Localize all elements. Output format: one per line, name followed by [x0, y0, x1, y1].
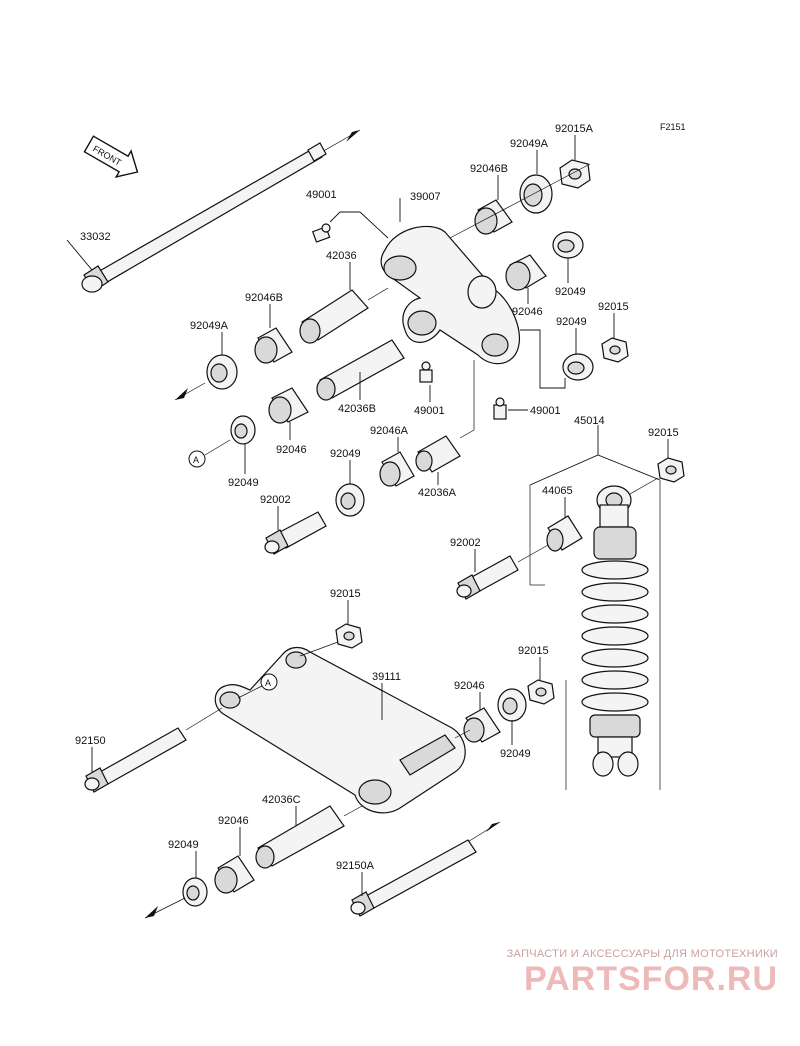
label-92049-a: 92049 [228, 477, 259, 489]
label-92046-bot: 92046 [218, 815, 249, 827]
label-49001-top: 49001 [306, 189, 337, 201]
label-92049a-left: 92049A [190, 320, 229, 332]
label-92015a: 92015A [555, 123, 594, 135]
bolt-92150 [84, 727, 187, 793]
needle-bearing-92046-right [505, 254, 547, 291]
label-92015-link: 92015 [330, 588, 361, 600]
bolt-92150a [350, 821, 501, 917]
label-92046-right: 92046 [512, 306, 543, 318]
label-92049-right: 92049 [555, 286, 586, 298]
bolt-92002-right [456, 555, 519, 600]
pivot-shaft [81, 129, 361, 293]
sleeve-42036a [415, 435, 461, 473]
nut-92015-right [601, 337, 629, 363]
sleeve-42036b [316, 339, 405, 401]
collar-92049-right [552, 231, 584, 259]
label-42036c: 42036C [262, 794, 301, 806]
label-42036b: 42036B [338, 403, 376, 415]
collar-44065 [546, 515, 583, 552]
sleeve-42036 [299, 289, 369, 344]
figure-code: F2151 [660, 122, 686, 132]
label-92002-left: 92002 [260, 494, 291, 506]
collar-92049-right2 [562, 353, 594, 381]
collar-92049-mid [335, 483, 365, 517]
collar-92049-bot [182, 877, 208, 907]
label-39111: 39111 [372, 671, 401, 683]
label-92046b-top: 92046B [470, 163, 508, 175]
shock-absorber [581, 485, 649, 777]
callout-a-bottom: A [260, 673, 278, 691]
sleeve-42036c [255, 805, 345, 869]
collar-92049-a [230, 415, 256, 445]
label-92015-shock: 92015 [648, 427, 679, 439]
needle-bearing-92046-low [463, 707, 501, 743]
nut-92015a [559, 159, 591, 189]
label-45014: 45014 [574, 415, 605, 427]
rocker-arm [380, 225, 520, 365]
bolt-92002-left [264, 511, 327, 555]
needle-bearing-92046b-top [474, 199, 513, 235]
watermark-logo: PARTSFOR.RU [523, 960, 778, 998]
grease-fitting-right [493, 397, 507, 420]
label-92002-right: 92002 [450, 537, 481, 549]
callout-a-top: A [188, 450, 206, 468]
label-49001-mid: 49001 [414, 405, 445, 417]
nut-92015-link [335, 623, 363, 649]
callout-a-label-bottom: A [265, 678, 271, 688]
label-92049-bot: 92049 [168, 839, 199, 851]
label-92015-low: 92015 [518, 645, 549, 657]
grease-fitting-mid [419, 361, 433, 383]
nut-92015-low [527, 679, 555, 705]
front-arrow-icon: FRONT [83, 135, 139, 179]
label-39007: 39007 [410, 191, 441, 203]
needle-bearing-92046a [379, 451, 415, 487]
label-92150: 92150 [75, 735, 106, 747]
label-92046a: 92046A [370, 425, 409, 437]
label-92049a-top: 92049A [510, 138, 549, 150]
tie-rod-links [214, 646, 466, 814]
label-42036: 42036 [326, 250, 357, 262]
nut-92015-shock [657, 457, 685, 483]
label-92046b-left: 92046B [245, 292, 283, 304]
collar-92049-low [497, 688, 527, 722]
needle-bearing-92046-left [268, 387, 309, 424]
watermark-tagline: ЗАПЧАСТИ И АКСЕССУАРЫ ДЛЯ МОТОТЕХНИКИ [506, 948, 778, 960]
label-92046-left: 92046 [276, 444, 307, 456]
label-42036a: 42036A [418, 487, 457, 499]
needle-bearing-92046-bot [214, 855, 255, 894]
shock-spring [581, 560, 649, 712]
label-92049-right2: 92049 [556, 316, 587, 328]
label-92150a: 92150A [336, 860, 375, 872]
label-92049-mid: 92049 [330, 448, 361, 460]
label-33032: 33032 [80, 231, 111, 243]
grease-fitting-top [311, 223, 331, 243]
collar-92049a-left [206, 354, 238, 390]
label-92046-low: 92046 [454, 680, 485, 692]
needle-bearing-92046b-left [254, 327, 293, 364]
label-92015-right: 92015 [598, 301, 629, 313]
callout-a-label-top: A [193, 455, 199, 465]
label-44065: 44065 [542, 485, 573, 497]
label-49001-right: 49001 [530, 405, 561, 417]
collar-92049a-top [519, 174, 553, 214]
label-92049-low: 92049 [500, 748, 531, 760]
